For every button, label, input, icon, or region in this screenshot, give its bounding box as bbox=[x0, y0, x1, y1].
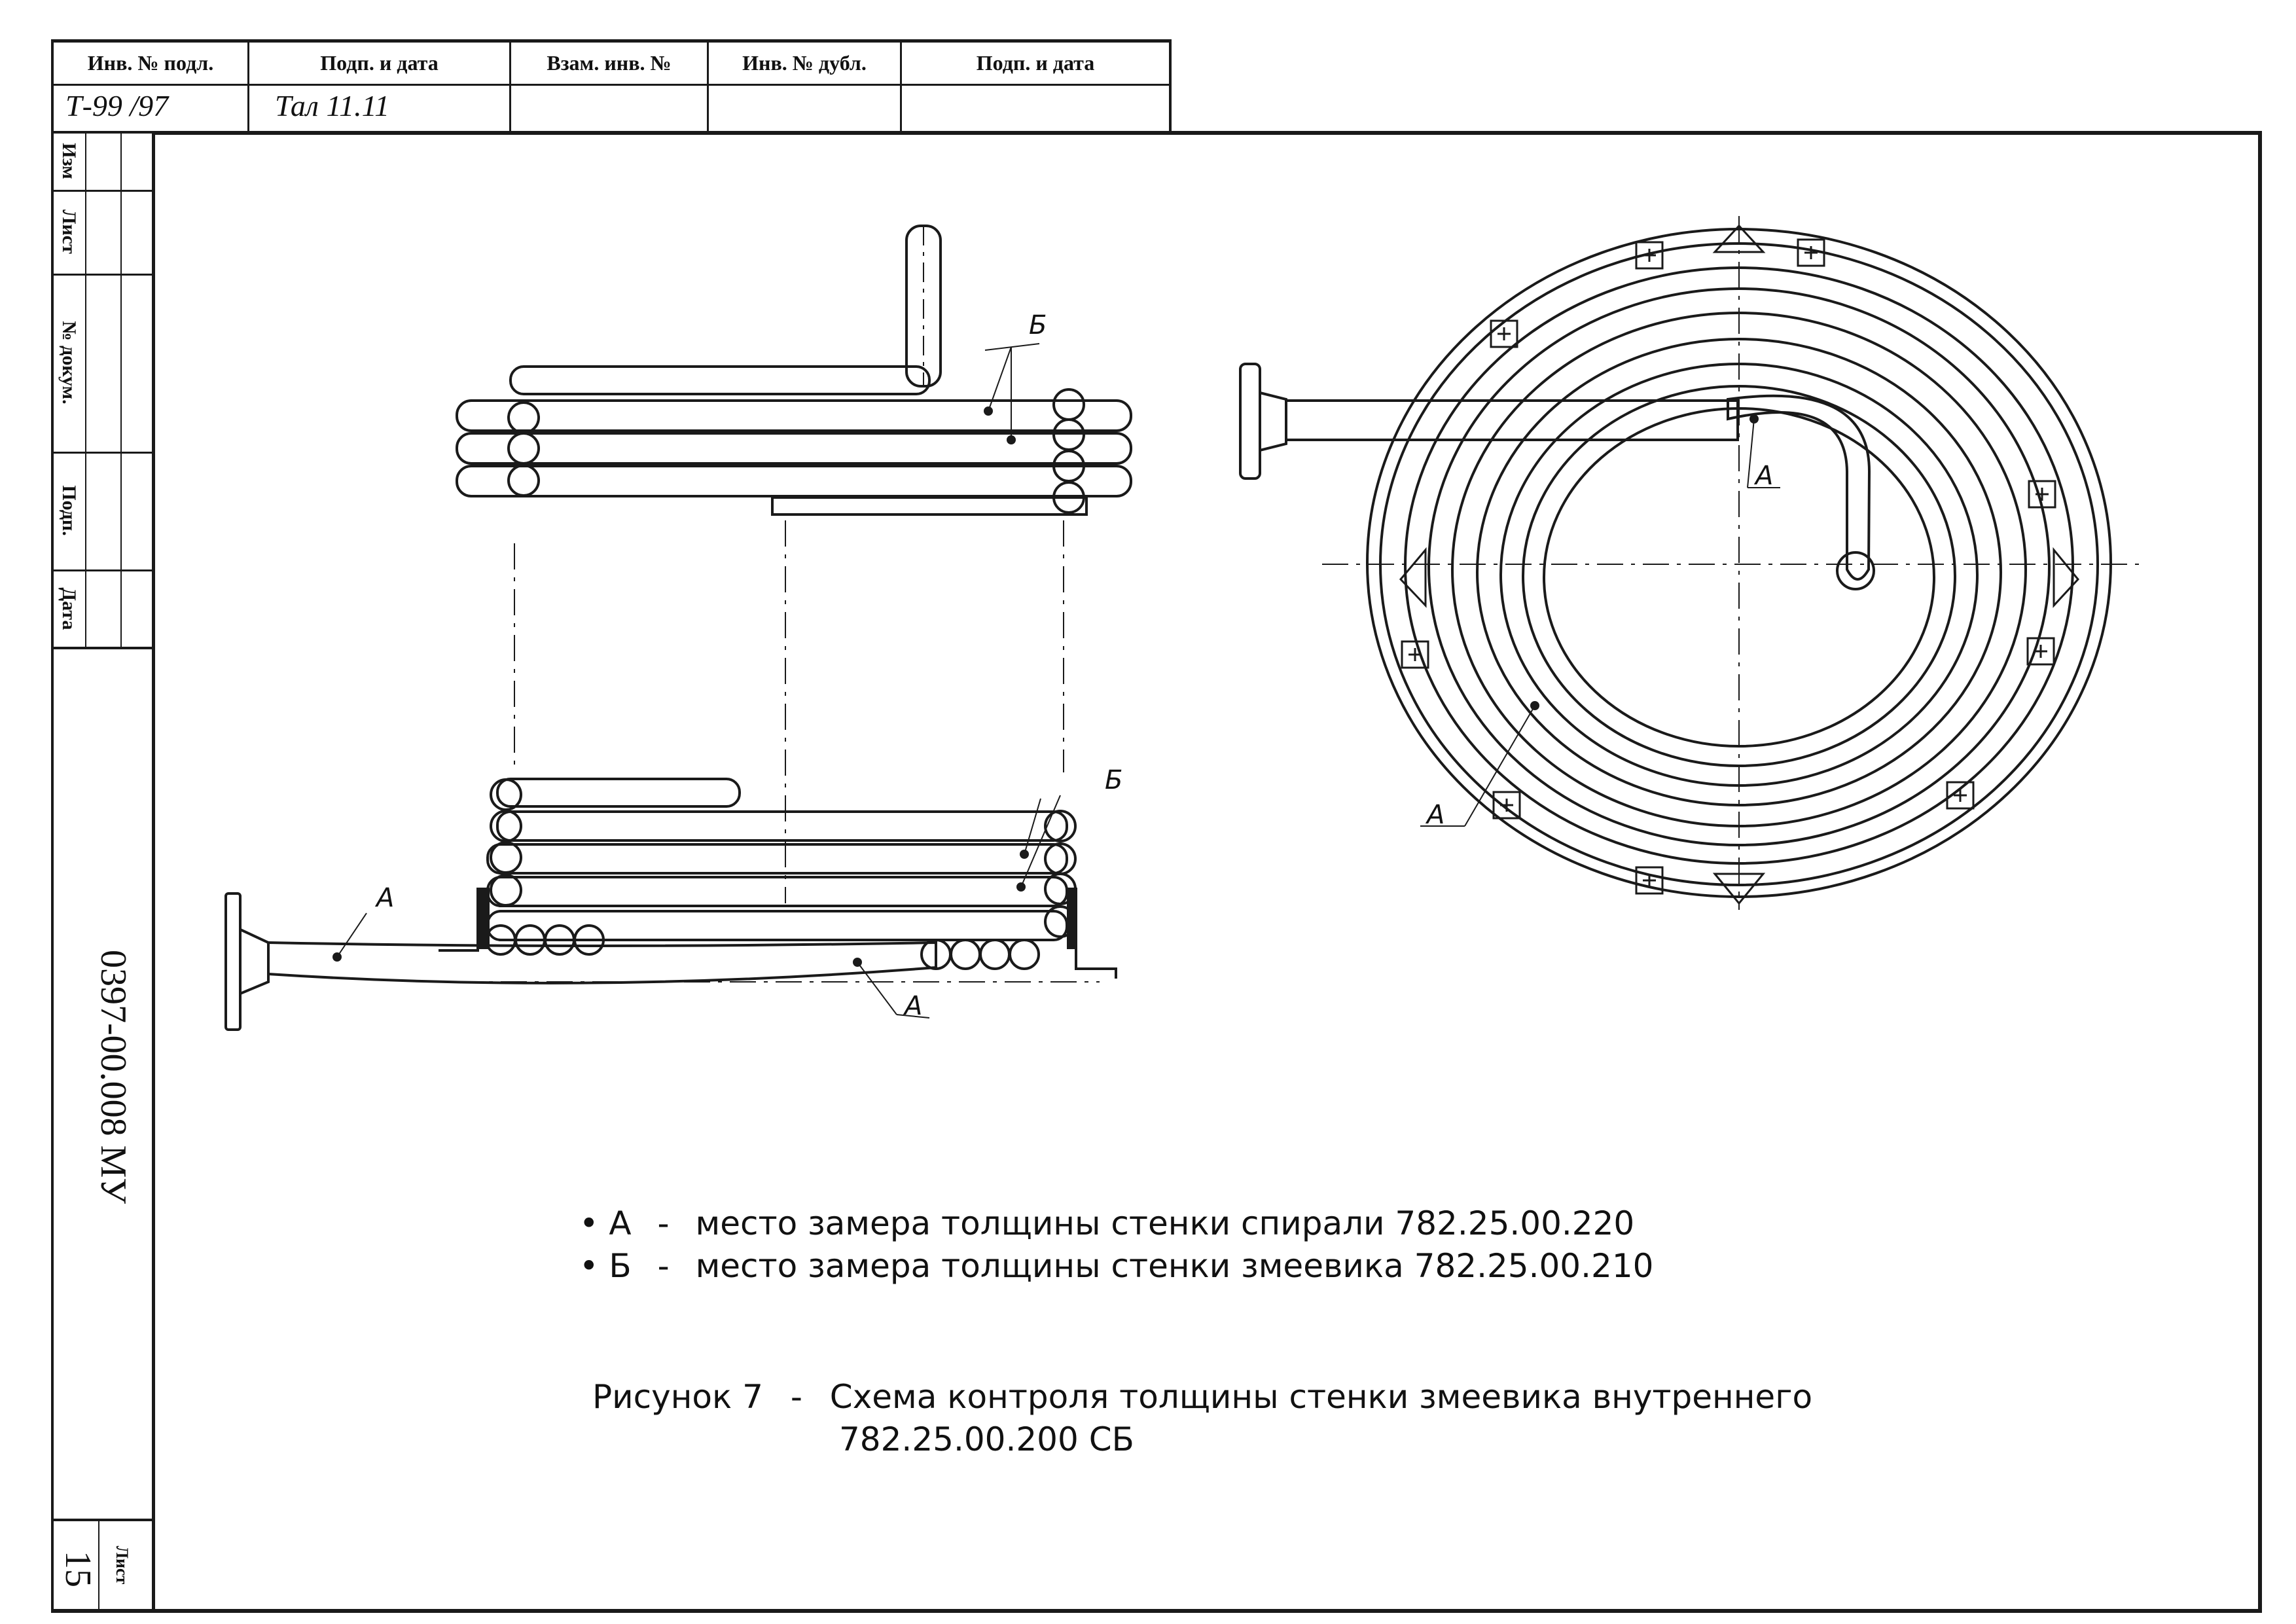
side-stamp-label-izm: Изм bbox=[58, 143, 80, 179]
side-stamp-row-line bbox=[51, 190, 153, 192]
stamp-vline bbox=[509, 39, 511, 131]
note-dash: - bbox=[657, 1204, 670, 1242]
side-stamp-row-line bbox=[51, 569, 153, 571]
stamp-header-podp-data-2: Подп. и дата bbox=[976, 51, 1095, 75]
sheet-number: 15 bbox=[58, 1551, 98, 1587]
note-bullet: • bbox=[579, 1204, 599, 1242]
figure-caption-line1: Схема контроля толщины стенки змеевика в… bbox=[829, 1378, 1813, 1416]
frame-top bbox=[153, 131, 2261, 135]
stamp-header-podp-data: Подп. и дата bbox=[320, 51, 439, 75]
side-stamp-row-line bbox=[51, 647, 153, 649]
label-a-lower: А bbox=[903, 991, 922, 1021]
note-marker: А bbox=[609, 1204, 632, 1242]
side-stamp-row-line bbox=[51, 452, 153, 454]
label-a-spiral: А bbox=[1425, 800, 1444, 830]
side-stamp-col-line bbox=[85, 131, 86, 648]
side-stamp-outer-line bbox=[51, 131, 54, 1612]
stamp-value-podp-data: Тал 11.11 bbox=[275, 89, 390, 122]
note-bullet: • bbox=[579, 1247, 599, 1285]
side-view-lower-coil bbox=[439, 778, 1117, 979]
side-stamp-label-list: Лист bbox=[58, 209, 80, 254]
note-a: • А - место замера толщины стенки спирал… bbox=[579, 1204, 1634, 1242]
stamp-top-border bbox=[51, 39, 1172, 43]
stamp-header-inv-dubl: Инв. № дубл. bbox=[742, 51, 867, 75]
note-text: место замера толщины стенки спирали 782.… bbox=[695, 1204, 1635, 1242]
note-b: • Б - место замера толщины стенки змееви… bbox=[579, 1247, 1653, 1285]
side-stamp-col-line bbox=[120, 131, 122, 648]
figure-caption-label: Рисунок 7 bbox=[592, 1378, 763, 1416]
stamp-vline bbox=[51, 39, 54, 131]
figure-caption: Рисунок 7 - Схема контроля толщины стенк… bbox=[592, 1378, 1812, 1416]
top-view-spiral bbox=[1239, 216, 2147, 910]
stamp-vline bbox=[247, 39, 249, 131]
side-stamp-label-dokum: № докум. bbox=[58, 321, 80, 405]
document-code: 0397-00.008 МУ bbox=[93, 949, 134, 1204]
stamp-header-vzam-inv: Взам. инв. № bbox=[547, 51, 672, 75]
stamp-vline bbox=[707, 39, 709, 131]
figure-caption-line2: 782.25.00.200 СБ bbox=[839, 1420, 1134, 1458]
stamp-mid-border bbox=[51, 84, 1172, 86]
label-a-inlet: А bbox=[374, 883, 394, 913]
sheet-label: Лист bbox=[113, 1545, 132, 1585]
label-a-top-view: А bbox=[1753, 461, 1773, 491]
label-b-upper: Б bbox=[1029, 310, 1047, 340]
frame-bottom bbox=[51, 1609, 2262, 1613]
stamp-vline bbox=[900, 39, 902, 131]
stamp-vline bbox=[1169, 39, 1172, 131]
side-view-inlet-pipe bbox=[224, 892, 937, 1031]
frame-right bbox=[2258, 131, 2262, 1612]
note-dash: - bbox=[657, 1247, 670, 1285]
stamp-header-inv-podl: Инв. № подл. bbox=[87, 51, 214, 75]
side-stamp-col-line bbox=[152, 131, 155, 1612]
note-marker: Б bbox=[609, 1247, 632, 1285]
figure-caption-dash: - bbox=[790, 1378, 802, 1416]
side-stamp-label-data: Дата bbox=[58, 587, 80, 630]
stamp-value-inv-podl: Т-99 /97 bbox=[65, 89, 169, 122]
side-stamp-col-line bbox=[98, 1519, 99, 1612]
side-stamp-row-line bbox=[51, 274, 153, 276]
side-stamp-row-line bbox=[51, 1519, 153, 1521]
side-view-upper-coil bbox=[456, 225, 1132, 516]
note-text: место замера толщины стенки змеевика 782… bbox=[695, 1247, 1654, 1285]
side-stamp-label-podp: Подп. bbox=[58, 485, 80, 536]
label-b-lower: Б bbox=[1105, 765, 1122, 795]
